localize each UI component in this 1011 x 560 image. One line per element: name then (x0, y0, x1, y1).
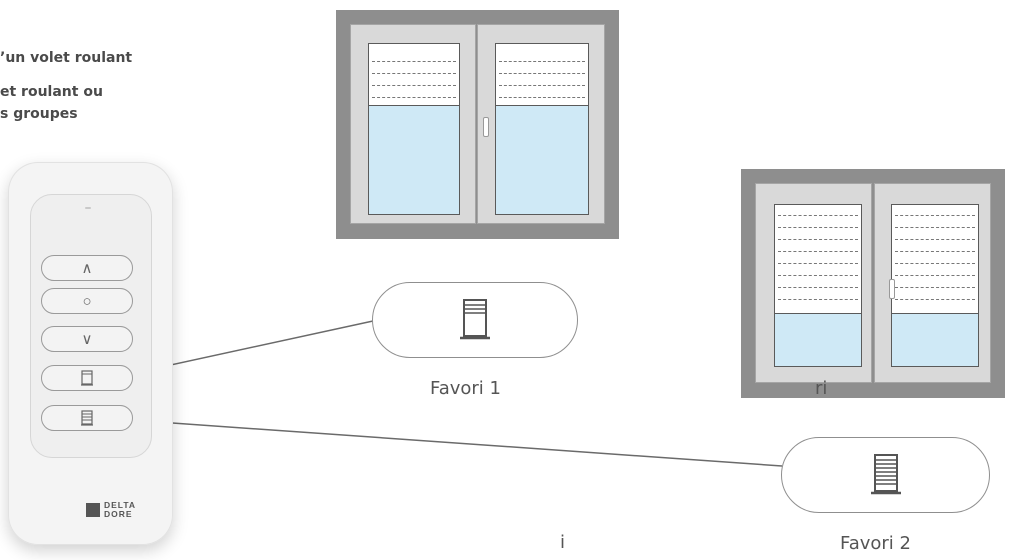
feature-line-1: ’un volet roulant (0, 50, 133, 66)
feature-line-3: s groupes (0, 106, 78, 122)
feature-line-2: et roulant ou (0, 84, 103, 100)
remote-down-button[interactable]: ∨ (41, 326, 133, 352)
wire-favorite-2 (129, 419, 783, 467)
down-arrow-icon: ∨ (81, 331, 93, 348)
stop-icon: ○ (82, 292, 92, 310)
favorite-1-caption: Favori 1 (430, 378, 501, 399)
text-fragment-i: i (560, 532, 566, 553)
remote-stop-button[interactable]: ○ (41, 288, 133, 314)
window-1-illustration (336, 10, 619, 239)
window-1-sash-left (350, 24, 476, 224)
favorite-2-shutter-icon (81, 410, 93, 426)
delta-dore-logo-mark (86, 503, 100, 517)
window-2-pane-right (891, 204, 979, 367)
shutter-slats-right (496, 44, 588, 106)
shutter-slats-left (369, 44, 459, 106)
favorite-1-shutter-icon (81, 370, 93, 386)
text-fragment-ri: ri (815, 378, 828, 399)
remote-favorite-1-button[interactable] (41, 365, 133, 391)
remote-led (85, 207, 91, 209)
up-arrow-icon: ∧ (81, 260, 93, 277)
remote-control: ∧ ○ ∨ (8, 162, 173, 545)
remote-up-button[interactable]: ∧ (41, 255, 133, 281)
brand-line-2: DORE (104, 509, 133, 519)
window-2-pane-left (774, 204, 862, 367)
window-2-illustration (741, 169, 1005, 398)
window-1-pane-right (495, 43, 589, 215)
favorite-2-pill[interactable] (781, 437, 990, 513)
shutter-half-open-icon (460, 299, 490, 340)
window-1-pane-left (368, 43, 460, 215)
brand-line-1: DELTA (104, 500, 137, 510)
window-2-sash-left (755, 183, 872, 383)
window-2-handle (889, 279, 895, 299)
remote-favorite-2-button[interactable] (41, 405, 133, 431)
window-1-handle (483, 117, 489, 137)
shutter-closed-icon (870, 454, 901, 495)
window-1-sash-right (477, 24, 605, 224)
favorite-2-caption: Favori 2 (840, 533, 911, 554)
shutter-slats-right-2 (892, 205, 978, 314)
delta-dore-logo: DELTA DORE (86, 501, 136, 519)
favorite-1-pill[interactable] (372, 282, 578, 358)
shutter-slats-left-2 (775, 205, 861, 314)
